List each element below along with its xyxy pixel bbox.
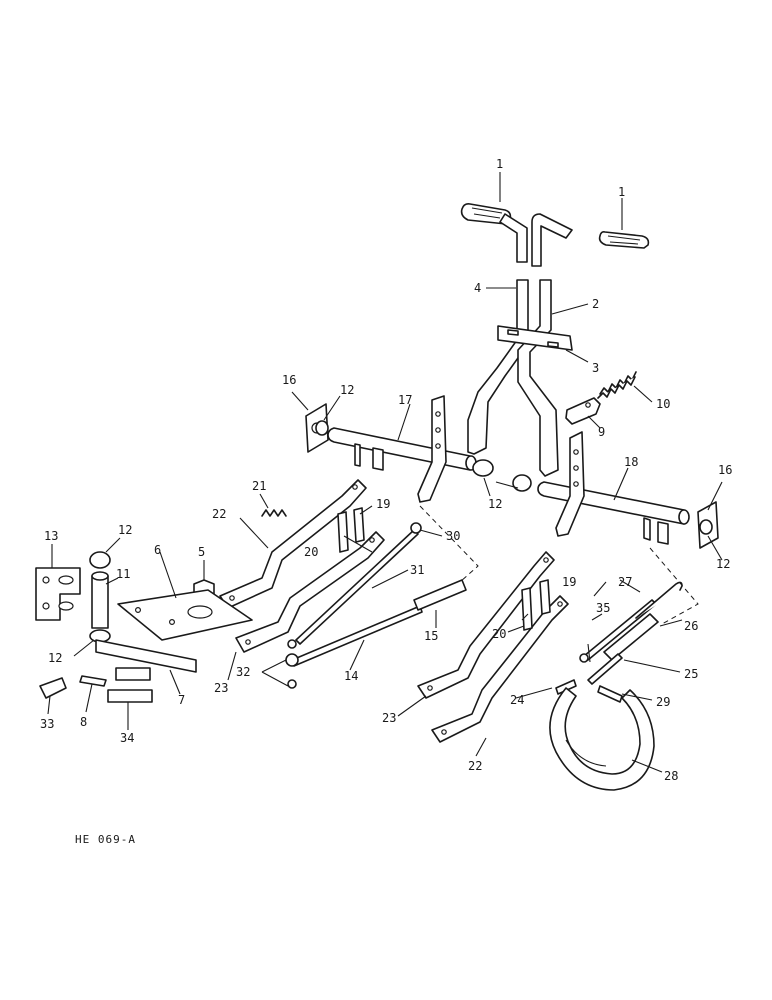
pin-24-29	[555, 679, 623, 703]
cross-shaft-17	[327, 395, 477, 503]
callout-19: 19	[562, 575, 576, 589]
handle-grip-left	[460, 203, 512, 225]
callout-13: 13	[44, 529, 58, 543]
small-parts-33-8-34	[39, 667, 153, 703]
callout-30: 30	[446, 529, 460, 543]
callout-9: 9	[598, 425, 605, 439]
callout-26: 26	[684, 619, 698, 633]
callout-12: 12	[716, 557, 730, 571]
callout-20: 20	[304, 545, 318, 559]
callout-1: 1	[618, 185, 625, 199]
callout-23: 23	[214, 681, 228, 695]
brake-rod-23-left	[235, 531, 385, 653]
callout-14: 14	[344, 669, 358, 683]
base-plate-7	[95, 639, 197, 673]
callout-4: 4	[474, 281, 481, 295]
callout-32: 32	[236, 665, 250, 679]
callout-16: 16	[282, 373, 296, 387]
callout-labels: 1 1 2 4 3 10 9 16 12 17 12 18 16 12 21 2…	[40, 157, 732, 783]
callout-31: 31	[410, 563, 424, 577]
callout-18: 18	[624, 455, 638, 469]
shaft-11	[91, 571, 109, 629]
callout-1: 1	[496, 157, 503, 171]
bushing-12-mid	[472, 459, 532, 492]
handle-grip-right	[598, 231, 650, 249]
callout-12: 12	[48, 651, 62, 665]
callout-12: 12	[340, 383, 354, 397]
callout-23: 23	[382, 711, 396, 725]
brake-rod-22-right	[431, 595, 569, 743]
callout-34: 34	[120, 731, 134, 745]
figure-code: HE 069-A	[75, 833, 136, 846]
spring-21	[261, 509, 287, 517]
sleeve-26	[603, 613, 659, 661]
brake-rod-22-left	[219, 479, 367, 609]
callout-2: 2	[592, 297, 599, 311]
callout-20: 20	[492, 627, 506, 641]
callout-21: 21	[252, 479, 266, 493]
callout-19: 19	[376, 497, 390, 511]
base-plate-6	[117, 589, 253, 641]
callout-3: 3	[592, 361, 599, 375]
brake-rod-23-right	[417, 551, 555, 699]
handle-bracket-3	[497, 325, 573, 351]
plate-16-right	[697, 501, 719, 549]
callout-29: 29	[656, 695, 670, 709]
spring-10	[597, 371, 637, 399]
callout-7: 7	[178, 693, 185, 707]
callout-35: 35	[596, 601, 610, 615]
callout-10: 10	[656, 397, 670, 411]
callout-22: 22	[212, 507, 226, 521]
cross-shaft-18	[537, 431, 690, 545]
plate-16-left	[305, 403, 329, 453]
bracket-9	[565, 397, 601, 425]
callout-12: 12	[118, 523, 132, 537]
rods-35-27	[579, 581, 683, 663]
pin-25	[587, 653, 623, 685]
callout-6: 6	[154, 543, 161, 557]
callout-28: 28	[664, 769, 678, 783]
callout-17: 17	[398, 393, 412, 407]
callout-25: 25	[684, 667, 698, 681]
callout-33: 33	[40, 717, 54, 731]
pin-19-20-right	[521, 579, 551, 631]
callout-22: 22	[468, 759, 482, 773]
callout-16: 16	[718, 463, 732, 477]
pin-19-20-left	[337, 507, 365, 553]
bushing-12-left	[89, 551, 111, 643]
ref-line-left	[419, 505, 479, 583]
rod-14	[285, 579, 467, 689]
callout-12: 12	[488, 497, 502, 511]
callout-8: 8	[80, 715, 87, 729]
callout-11: 11	[116, 567, 130, 581]
callout-27: 27	[618, 575, 632, 589]
callout-15: 15	[424, 629, 438, 643]
leader-lines	[47, 172, 723, 773]
callout-5: 5	[198, 545, 205, 559]
handle-bar-left	[467, 213, 529, 455]
callout-24: 24	[510, 693, 524, 707]
ref-line-right	[649, 547, 699, 625]
mount-bracket-13	[35, 567, 81, 621]
rod-31	[295, 522, 422, 645]
brake-band-28	[549, 687, 655, 791]
